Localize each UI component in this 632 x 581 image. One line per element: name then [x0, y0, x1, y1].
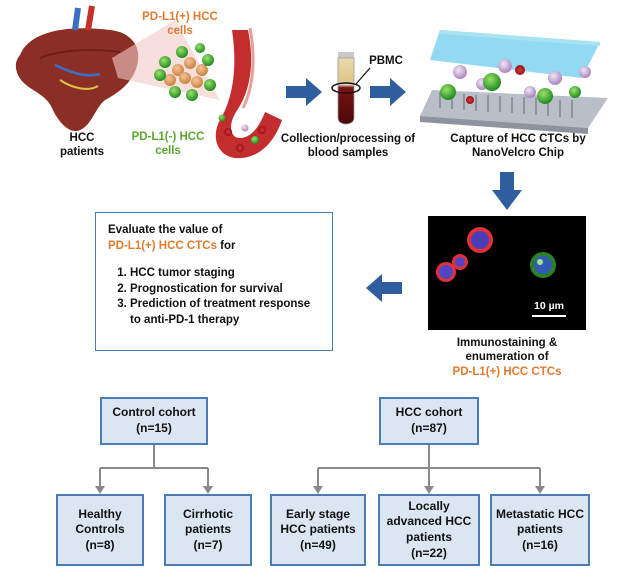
healthy-controls-title: Healthy Controls: [75, 506, 125, 537]
arrow-right-1: [286, 78, 322, 106]
evaluate-highlight: PD-L1(+) HCC CTCs: [108, 239, 217, 252]
locally-advanced-title: Locally advanced HCC patients: [386, 498, 472, 544]
evaluate-item: Prediction of treatment response to anti…: [130, 297, 320, 328]
control-cohort-n: (n=15): [136, 421, 172, 435]
hcc-cohort-n: (n=87): [411, 421, 447, 435]
locally-advanced-n: (n=22): [411, 545, 447, 560]
healthy-controls-n: (n=8): [85, 537, 115, 552]
immunostaining-text: Immunostaining & enumeration of: [456, 337, 558, 364]
scale-bar-label: 10 µm: [534, 300, 564, 312]
pdl1-negative-cells-label: PD-L1(-) HCC cells: [131, 131, 205, 158]
nanovelcro-chip-illustration: [420, 30, 608, 134]
liver-illustration: [15, 5, 139, 132]
evaluate-box: Evaluate the value of PD-L1(+) HCC CTCs …: [95, 212, 333, 351]
arrow-left: [366, 274, 402, 302]
blood-tube-illustration: [331, 52, 371, 125]
healthy-controls-box: Healthy Controls (n=8): [56, 494, 144, 566]
hcc-patients-label: HCC patients: [59, 132, 105, 159]
blood-vessel-illustration: [215, 27, 282, 159]
metastatic-n: (n=16): [522, 537, 558, 552]
immunostaining-label: Immunostaining & enumeration of PD-L1(+)…: [432, 336, 582, 379]
capture-label: Capture of HCC CTCs by NanoVelcro Chip: [450, 133, 586, 160]
control-cohort-box: Control cohort (n=15): [100, 397, 208, 445]
early-stage-box: Early stage HCC patients (n=49): [270, 494, 366, 566]
arrow-down: [492, 172, 522, 210]
cirrhotic-patients-box: Cirrhotic patients (n=7): [164, 494, 252, 566]
locally-advanced-box: Locally advanced HCC patients (n=22): [378, 494, 480, 566]
metastatic-title: Metastatic HCC patients: [495, 506, 585, 537]
evaluate-target: PD-L1(+) HCC CTCs for: [108, 239, 320, 255]
evaluate-list: HCC tumor staging Prognostication for su…: [108, 266, 320, 328]
cirrhotic-patients-n: (n=7): [193, 537, 223, 552]
microscopy-image: [428, 216, 586, 330]
collection-label: Collection/processing of blood samples: [280, 133, 416, 160]
metastatic-box: Metastatic HCC patients (n=16): [490, 494, 590, 566]
hcc-cohort-box: HCC cohort (n=87): [379, 397, 479, 445]
evaluate-suffix: for: [216, 239, 236, 252]
pbmc-label: PBMC: [369, 55, 403, 67]
early-stage-title: Early stage HCC patients: [280, 506, 356, 537]
pdl1-positive-cells-label: PD-L1(+) HCC cells: [142, 11, 218, 38]
evaluate-intro: Evaluate the value of: [108, 224, 223, 236]
cohort-connectors: [95, 445, 545, 494]
cirrhotic-patients-title: Cirrhotic patients: [182, 506, 233, 537]
early-stage-n: (n=49): [300, 537, 336, 552]
evaluate-item: HCC tumor staging: [130, 266, 320, 282]
flow-arrows: [286, 78, 522, 302]
tumor-cell-cluster: [154, 43, 216, 101]
evaluate-item: Prognostication for survival: [130, 282, 320, 298]
control-cohort-title: Control cohort: [112, 405, 196, 420]
immunostaining-highlight: PD-L1(+) HCC CTCs: [452, 365, 562, 378]
arrow-right-2: [370, 78, 406, 106]
hcc-cohort-title: HCC cohort: [395, 405, 463, 420]
